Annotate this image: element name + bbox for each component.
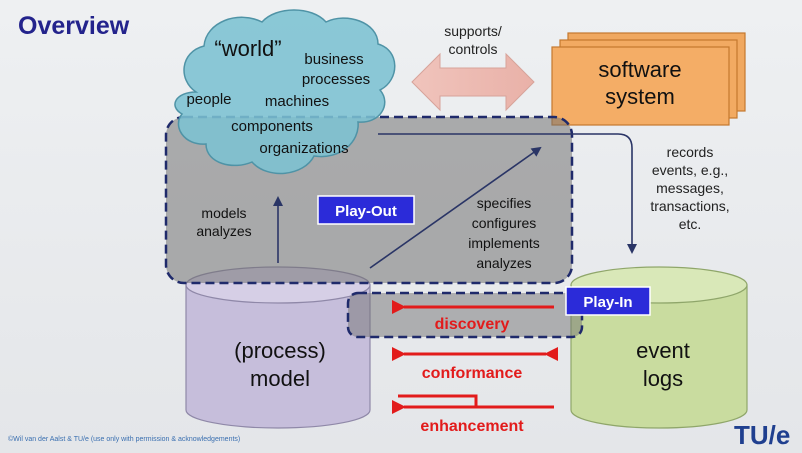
world-heading: “world” [214, 36, 281, 61]
records-arrow [378, 133, 637, 254]
enhancement-relation: enhancement [392, 394, 554, 435]
world-item-people: people [186, 91, 231, 108]
enhancement-label: enhancement [420, 418, 524, 435]
discovery-relation: discovery [392, 300, 554, 333]
records-label-line1: records [667, 144, 714, 160]
records-label-line3: messages, [656, 180, 724, 196]
specifies-label-line4: analyzes [476, 255, 531, 271]
play-out-label: Play-Out [335, 203, 397, 220]
records-label-line5: etc. [679, 216, 702, 232]
records-label: records events, e.g., messages, transact… [650, 144, 729, 232]
specifies-arrow [369, 146, 542, 269]
models-label-line2: analyzes [196, 223, 251, 239]
specifies-label-line2: configures [472, 215, 537, 231]
copyright-footer: ©Wil van der Aalst & TU/e (use only with… [8, 436, 241, 443]
process-label-line1: (process) [234, 338, 326, 363]
event-logs-label-line2: logs [643, 366, 683, 391]
world-item-processes: processes [302, 71, 370, 88]
process-model-cylinder: (process) model [185, 266, 371, 429]
world-item-organizations: organizations [259, 140, 348, 157]
software-label-line2: system [605, 84, 675, 109]
supports-label-line1: supports/ [444, 23, 502, 39]
world-cloud: “world” business processes people machin… [174, 9, 396, 175]
software-label-line1: software [598, 57, 681, 82]
records-label-line2: events, e.g., [652, 162, 728, 178]
slide-title: Overview [18, 12, 130, 40]
process-label-line2: model [250, 366, 310, 391]
supports-label-line2: controls [448, 41, 497, 57]
event-logs-label-line1: event [636, 338, 690, 363]
conformance-relation: conformance [392, 347, 558, 382]
supports-arrow: supports/ controls [411, 23, 535, 112]
discovery-label: discovery [435, 316, 510, 333]
play-in-label: Play-In [583, 294, 632, 311]
world-item-business: business [304, 51, 363, 68]
software-system: software system [551, 32, 746, 126]
specifies-label-line1: specifies [477, 195, 531, 211]
conformance-label: conformance [422, 365, 523, 382]
world-item-components: components [231, 118, 313, 135]
records-label-line4: transactions, [650, 198, 729, 214]
tue-logo: TU/e [734, 420, 791, 450]
play-in-badge: Play-In [565, 286, 651, 316]
world-item-machines: machines [265, 93, 329, 110]
models-label-line1: models [201, 205, 246, 221]
play-out-badge: Play-Out [317, 195, 415, 225]
specifies-label-line3: implements [468, 235, 540, 251]
